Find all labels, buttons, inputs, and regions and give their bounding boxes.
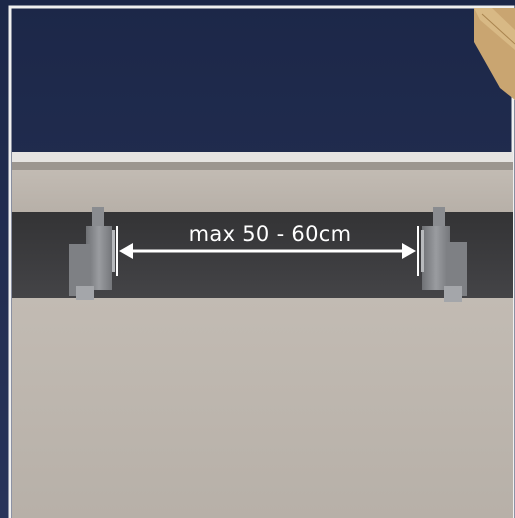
measurement-label: max 50 - 60cm: [188, 222, 352, 246]
measurement-arrow: [116, 226, 419, 276]
upper-upholstery: [12, 170, 513, 212]
left-bracket: [69, 207, 115, 300]
lower-upholstery: [12, 298, 513, 518]
right-bracket: [421, 207, 467, 302]
wooden-beam: [474, 8, 515, 100]
base-top-band: [12, 152, 513, 162]
